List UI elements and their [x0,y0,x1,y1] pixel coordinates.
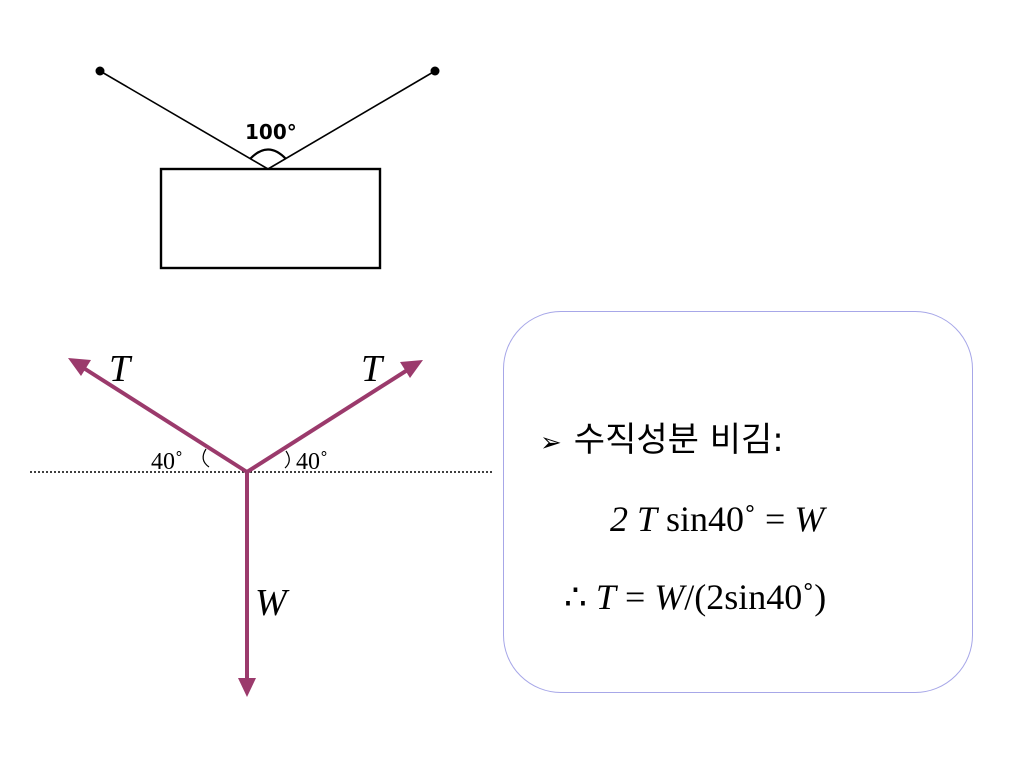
left-angle-marker [202,448,210,468]
eq2-denominator: /(2sin40˚) [684,577,827,617]
right-tension-arrow [245,367,411,474]
apex-angle-label: 100° [245,120,297,144]
eq1-tension-var: T [637,499,658,539]
equation-1: 2 T sin40˚ = W [610,498,824,540]
hanging-box [159,167,382,270]
formula-heading: ➢ 수직성분 비김: [540,412,784,461]
bullet-arrow-icon: ➢ [540,428,562,458]
equation-2: ∴ T = W/(2sin40˚) [564,576,826,618]
apex-angle-arc [249,148,287,160]
eq1-weight-var: W [794,499,825,539]
eq1-expression: sin40˚ = [657,499,795,539]
left-tension-arrow [80,365,249,474]
eq1-coefficient: 2 [610,499,637,539]
eq2-weight-var: W [654,577,685,617]
right-tension-arrowhead [400,360,423,378]
weight-label: W [255,582,290,624]
heading-text: 수직성분 비김: [573,420,784,460]
left-tension-arrowhead [68,358,91,376]
eq2-tension-var: T [595,577,616,617]
right-angle-marker [284,450,290,469]
therefore-symbol: ∴ [564,577,596,617]
formula-box: ➢수직성분 비김: 2 T sin40˚ = W ∴ T = W/(2sin40… [503,311,973,693]
right-string [267,70,436,170]
left-angle-label: 40˚ [151,449,183,475]
eq2-equals: = [615,577,655,617]
weight-arrowhead [238,678,256,697]
right-tension-label: T [361,348,385,390]
left-string [99,70,269,170]
right-angle-label: 40˚ [296,449,328,475]
left-tension-label: T [109,348,133,390]
